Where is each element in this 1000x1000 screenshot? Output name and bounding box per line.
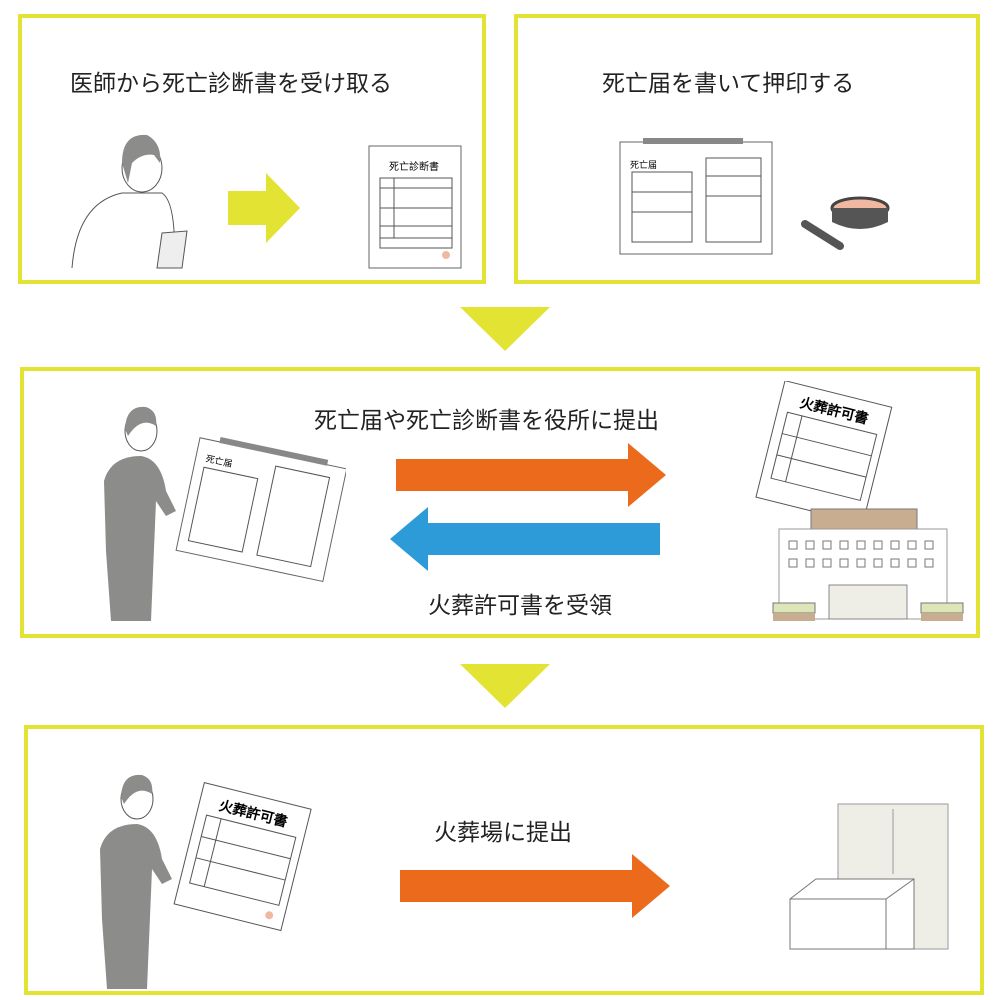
death-notice-illustration: 死亡届 bbox=[619, 138, 773, 255]
step-1-panel: 医師から死亡診断書を受け取る 死亡診断書 bbox=[18, 14, 486, 284]
step-3-panel: 死亡届や死亡診断書を役所に提出 火葬許可書を受領 死亡届 火葬許可書 bbox=[20, 367, 980, 638]
blue-arrow-left bbox=[390, 507, 660, 571]
step-1-title: 医師から死亡診断書を受け取る bbox=[70, 71, 392, 97]
step-2-title: 死亡届を書いて押印する bbox=[602, 71, 855, 97]
receive-permit-label: 火葬許可書を受領 bbox=[428, 593, 612, 619]
seal-and-ink-pad-illustration bbox=[801, 196, 890, 250]
arrow-right-icon bbox=[228, 173, 300, 243]
person-with-permit-illustration: 火葬許可書 bbox=[100, 774, 312, 989]
submit-to-office-label: 死亡届や死亡診断書を役所に提出 bbox=[314, 408, 659, 434]
down-arrow-icon bbox=[460, 307, 550, 351]
city-office-with-permit-illustration: 火葬許可書 bbox=[755, 381, 964, 621]
person-with-death-notice-illustration: 死亡届 bbox=[104, 406, 346, 621]
orange-arrow-right bbox=[396, 443, 666, 507]
death-notice-label: 死亡届 bbox=[630, 159, 657, 171]
death-certificate-illustration: 死亡診断書 bbox=[368, 145, 462, 269]
submit-to-crematorium-label: 火葬場に提出 bbox=[434, 820, 572, 846]
death-certificate-label: 死亡診断書 bbox=[389, 160, 439, 173]
orange-arrow-right bbox=[400, 854, 670, 918]
cremation-furnace-illustration bbox=[789, 803, 949, 950]
doctor-illustration bbox=[71, 134, 188, 269]
down-arrow-icon bbox=[460, 664, 550, 708]
step-2-panel: 死亡届を書いて押印する 死亡届 bbox=[514, 14, 980, 284]
step-4-panel: 火葬場に提出 火葬許可書 bbox=[24, 725, 984, 995]
